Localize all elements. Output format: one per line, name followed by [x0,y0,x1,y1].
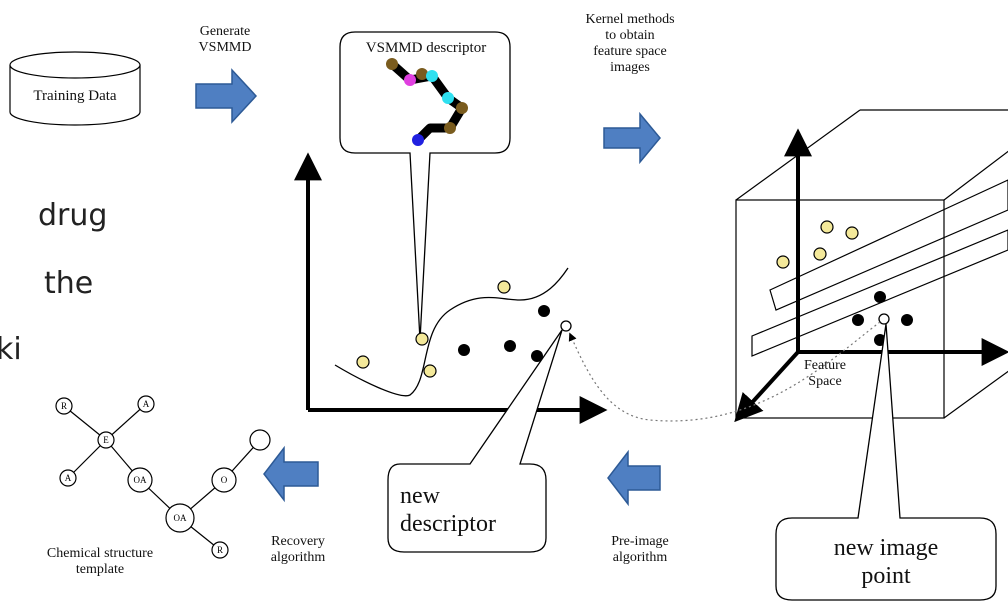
black-point [538,305,550,317]
training-data-label: Training Data [33,88,117,104]
new-image-point-label: new image point [833,535,939,589]
new-descriptor-label: new descriptor [400,483,496,537]
recovery-label: Recovery algorithm [270,534,326,565]
node-label: E [103,435,109,445]
input-space-points [356,280,572,378]
feature-space-points [776,220,913,346]
node-label: A [65,473,72,483]
yellow-point [820,220,834,234]
yellow-point [415,332,429,346]
new-descriptor-point [560,320,572,332]
feature-space-label: Feature Space [804,358,846,389]
generate-label: Generate VSMMD [198,24,252,55]
yellow-point [845,226,859,240]
yellow-point [423,364,437,378]
node-label: R [61,401,67,411]
new-image-point-callout [775,323,997,601]
black-point [458,344,470,356]
node-label: O [221,475,228,485]
new-image-point-marker [878,313,890,325]
generate-arrow-icon [195,68,258,124]
pre-image-arrow-icon [607,449,661,507]
pre-image-label: Pre-image algorithm [611,534,669,565]
black-point [874,291,886,303]
kernel-arrow-icon [603,111,661,165]
black-point [901,314,913,326]
yellow-point [497,280,511,294]
pre-image-dotted-arrow [568,321,881,422]
chemical-structure-template-label: Chemical structure template [46,546,154,577]
input-space-axes [294,152,608,424]
black-point [852,314,864,326]
node-label: A [143,399,150,409]
new-descriptor-callout [387,329,563,553]
slide-text-fragment: the [44,266,94,301]
training-data-database-icon [9,51,141,126]
yellow-point [356,355,370,369]
kernel-methods-label: Kernel methods to obtain feature space i… [585,12,675,75]
node-label: OA [134,475,147,485]
recovery-arrow-icon [263,445,319,503]
yellow-point [776,255,790,269]
slide-text-fragment: drug [38,198,108,233]
chemical-structure-graph [55,395,271,559]
node-label: R [217,545,223,555]
node-label: OA [174,513,187,523]
feature-space-axes [734,128,1008,423]
black-point [504,340,516,352]
decision-boundary [334,267,569,397]
yellow-point [813,247,827,261]
vsmmd-molecule-chain [386,58,468,146]
vsmmd-descriptor-label: VSMMD descriptor [365,40,487,56]
black-point [531,350,543,362]
slide-text-fragment: ki [0,332,22,367]
